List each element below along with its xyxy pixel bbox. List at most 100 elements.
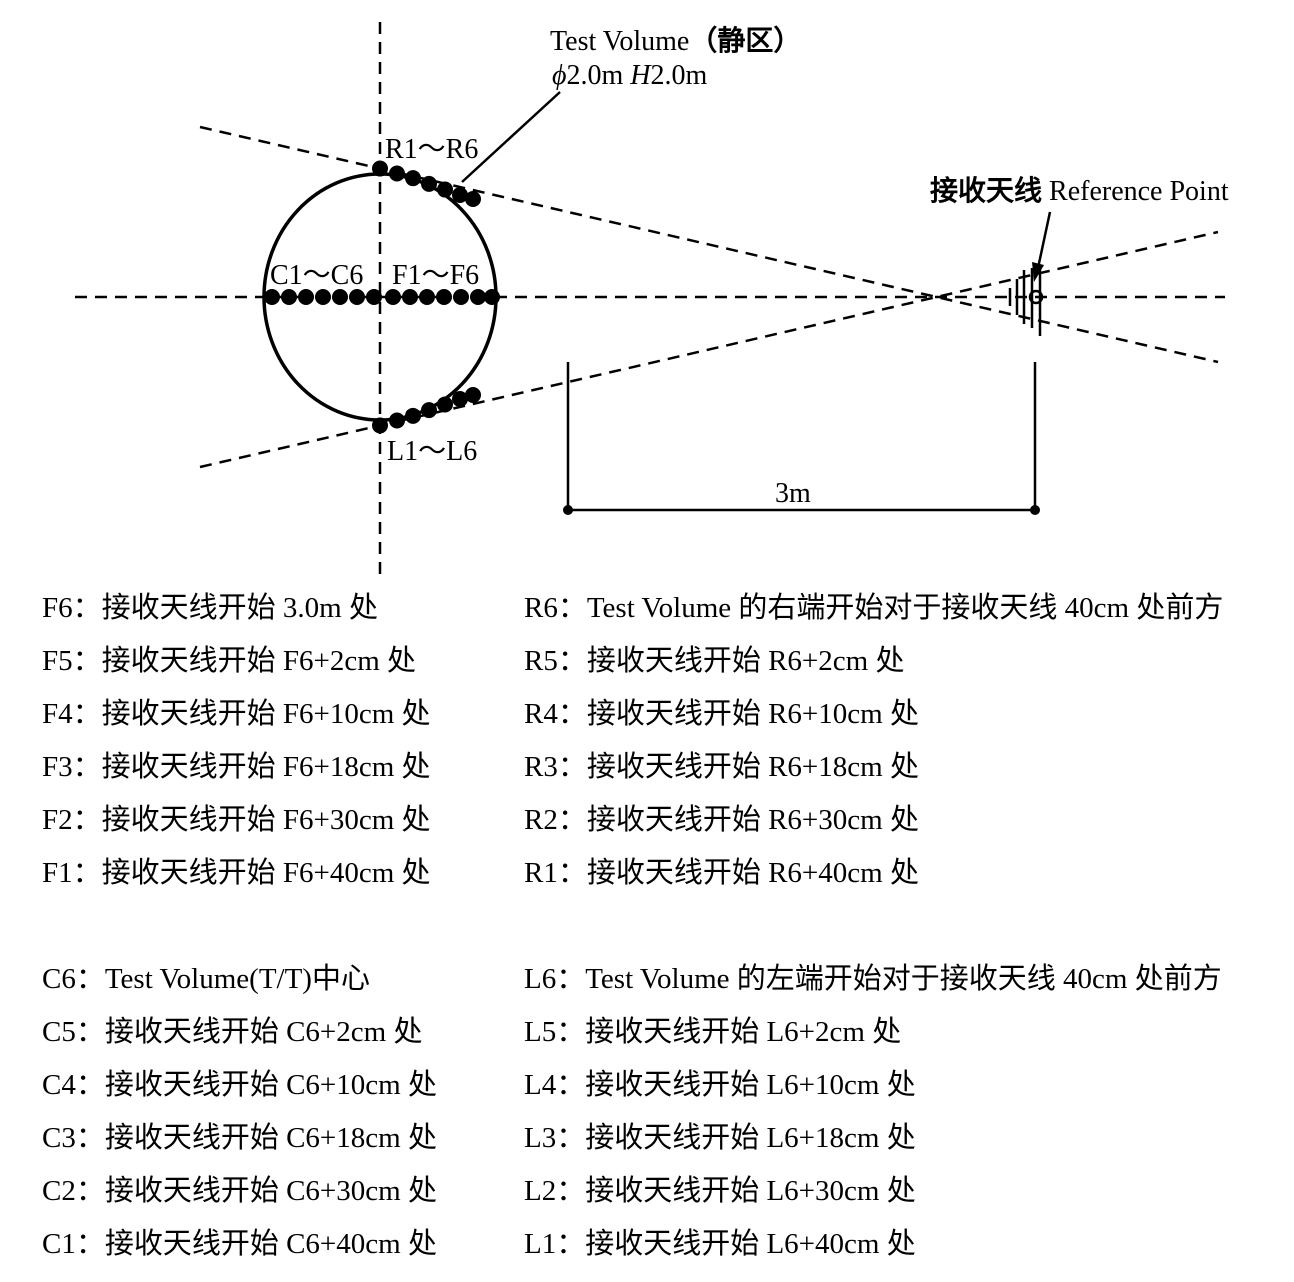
l-point (452, 390, 468, 407)
label-f-points: F1～F6 (392, 260, 479, 291)
l-point (405, 407, 421, 424)
measurement-points (264, 160, 500, 434)
distance-end-right (1030, 505, 1040, 515)
f-point (385, 289, 401, 305)
r-point (465, 191, 481, 208)
legend-item-text: 接收天线开始 R6+40cm 处 (586, 857, 919, 889)
legend-item-id: C6： (42, 963, 105, 995)
c-point (366, 289, 382, 305)
label-r-points: R1～R6 (385, 134, 478, 165)
legend-item: L4：接收天线开始 L6+10cm 处 (524, 1059, 1223, 1112)
legend-item: C1：接收天线开始 C6+40cm 处 (42, 1218, 437, 1271)
test-volume-cn: （静区） (689, 24, 801, 57)
legend-item-text: Test Volume(T/T)中心 (104, 963, 370, 995)
legend-item-text: 接收天线开始 L6+40cm 处 (585, 1228, 916, 1260)
legend-item-text: Test Volume 的左端开始对于接收天线 40cm 处前方 (585, 963, 1222, 995)
legend-item-text: 接收天线开始 C6+18cm 处 (104, 1122, 437, 1154)
legend-item: L5：接收天线开始 L6+2cm 处 (524, 1006, 1223, 1059)
legend-item: L6：Test Volume 的左端开始对于接收天线 40cm 处前方 (524, 953, 1223, 1006)
c-point (349, 289, 365, 305)
legend-item: F5：接收天线开始 F6+2cm 处 (42, 635, 437, 688)
test-volume-title: Test Volume (550, 26, 689, 57)
legend-item-text: Test Volume 的右端开始对于接收天线 40cm 处前方 (586, 592, 1224, 624)
l-point (437, 396, 453, 413)
legend-item: F1：接收天线开始 F6+40cm 处 (42, 847, 437, 900)
f-point (436, 289, 452, 305)
legend-item-id: F5： (42, 645, 102, 677)
phi-symbol: ϕ (552, 60, 567, 91)
legend-item-id: F1： (42, 857, 102, 889)
c-point (298, 289, 314, 305)
legend-item-id: L2： (524, 1175, 586, 1207)
c-point (281, 289, 297, 305)
f-point (453, 289, 469, 305)
legend-item-id: F2： (42, 804, 102, 836)
legend-item: L1：接收天线开始 L6+40cm 处 (524, 1218, 1223, 1271)
test-volume-diagram: Test Volume（静区） ϕ2.0m H2.0m R1～R6 C1～C6 … (75, 22, 1229, 580)
legend-item-id: R2： (524, 804, 587, 836)
legend-item-id: F3： (42, 751, 102, 783)
legend-item-id: C5： (42, 1016, 105, 1048)
legend-gap (524, 900, 1223, 953)
distance-indicator (566, 362, 1037, 512)
legend-item: R1：接收天线开始 R6+40cm 处 (524, 847, 1223, 900)
legend-item-text: 接收天线开始 L6+30cm 处 (585, 1175, 916, 1207)
l-point (465, 386, 481, 403)
legend-item-id: F6： (42, 592, 102, 624)
legend-item: C2：接收天线开始 C6+30cm 处 (42, 1165, 437, 1218)
legend-item-id: R4： (524, 698, 587, 730)
antenna-label: 接收天线 Reference Point (930, 175, 1229, 207)
legend-item-text: 接收天线开始 F6+10cm 处 (101, 698, 431, 730)
legend-item-id: F4： (42, 698, 102, 730)
f-point (402, 289, 418, 305)
legend-item-text: 接收天线开始 F6+18cm 处 (101, 751, 431, 783)
legend-item-id: C1： (42, 1228, 105, 1260)
antenna-label-cn: 接收天线 (930, 175, 1042, 207)
distance-end-left (563, 505, 573, 515)
legend-item: F2：接收天线开始 F6+30cm 处 (42, 794, 437, 847)
c-point (315, 289, 331, 305)
legend-item-id: R6： (524, 592, 587, 624)
legend-item: L2：接收天线开始 L6+30cm 处 (524, 1165, 1223, 1218)
legend-item: L3：接收天线开始 L6+18cm 处 (524, 1112, 1223, 1165)
legend-item: R2：接收天线开始 R6+30cm 处 (524, 794, 1223, 847)
legend-item-id: L6： (524, 963, 586, 995)
legend-item-text: 接收天线开始 L6+10cm 处 (585, 1069, 916, 1101)
legend-item-text: 接收天线开始 R6+18cm 处 (586, 751, 919, 783)
r-point (452, 187, 468, 204)
distance-label: 3m (775, 478, 811, 509)
legend-item-id: L5： (524, 1016, 586, 1048)
antenna-leader (1036, 211, 1052, 269)
label-l-points: L1～L6 (387, 436, 477, 467)
legend-item: C5：接收天线开始 C6+2cm 处 (42, 1006, 437, 1059)
legend-item-text: 接收天线开始 R6+2cm 处 (586, 645, 905, 677)
legend-item: C4：接收天线开始 C6+10cm 处 (42, 1059, 437, 1112)
legend-item-text: 接收天线开始 L6+2cm 处 (585, 1016, 902, 1048)
legend-item-id: L1： (524, 1228, 586, 1260)
antenna-leader-arrowhead (1032, 262, 1044, 282)
test-volume-leader (461, 91, 561, 183)
legend-gap (42, 900, 437, 953)
upper-ray (199, 125, 1219, 364)
l-point (421, 402, 437, 419)
legend-item-text: 接收天线开始 C6+2cm 处 (104, 1016, 423, 1048)
test-volume-label: Test Volume（静区） (550, 24, 801, 57)
legend-item-text: 接收天线开始 C6+40cm 处 (104, 1228, 437, 1260)
f-point (419, 289, 435, 305)
legend-item-text: 接收天线开始 C6+10cm 处 (104, 1069, 437, 1101)
antenna-label-en: Reference Point (1042, 176, 1229, 207)
legend-item: R6：Test Volume 的右端开始对于接收天线 40cm 处前方 (524, 582, 1223, 635)
legend-item: F3：接收天线开始 F6+18cm 处 (42, 741, 437, 794)
legend-item-text: 接收天线开始 F6+40cm 处 (101, 857, 431, 889)
legend-item: R3：接收天线开始 R6+18cm 处 (524, 741, 1223, 794)
c-point (332, 289, 348, 305)
legend-item-id: L4： (524, 1069, 586, 1101)
legend-item-text: 接收天线开始 F6+2cm 处 (101, 645, 417, 677)
legend-item: C3：接收天线开始 C6+18cm 处 (42, 1112, 437, 1165)
legend-item-id: C4： (42, 1069, 105, 1101)
legend-item-text: 接收天线开始 3.0m 处 (101, 592, 378, 624)
l-point (372, 417, 388, 434)
legend-item-id: C3： (42, 1122, 105, 1154)
legend-item-text: 接收天线开始 C6+30cm 处 (104, 1175, 437, 1207)
